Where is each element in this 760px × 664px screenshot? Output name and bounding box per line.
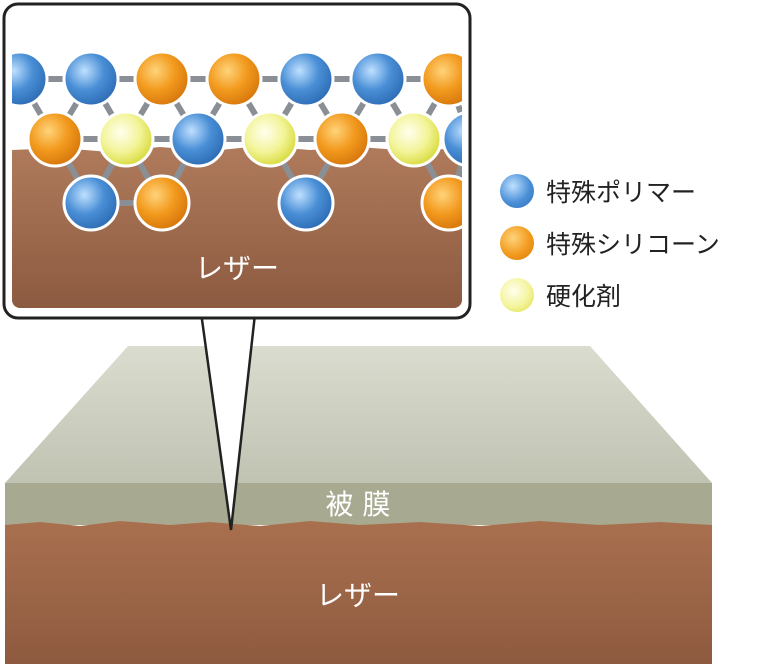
legend-item-silicone: 特殊シリコーン	[500, 217, 720, 269]
orange-molecule	[313, 110, 371, 168]
coating-side	[5, 483, 712, 525]
orange-molecule	[205, 50, 263, 108]
orange-molecule	[133, 50, 191, 108]
blue-molecule	[441, 110, 462, 168]
orange-molecule	[420, 174, 462, 232]
legend-label: 特殊シリコーン	[546, 230, 720, 259]
legend: 特殊ポリマー 特殊シリコーン 硬化剤	[500, 165, 720, 321]
yellow-molecule	[241, 110, 299, 168]
leather-block	[5, 521, 712, 664]
legend-item-hardener: 硬化剤	[500, 269, 720, 321]
legend-label: 特殊ポリマー	[546, 178, 697, 207]
inset-leather	[12, 146, 462, 308]
orange-molecule	[133, 174, 191, 232]
coating-top-surface	[5, 346, 712, 483]
molecule-lattice	[12, 50, 462, 232]
inset-leather-label: レザー	[195, 252, 279, 285]
yellow-molecule	[385, 110, 443, 168]
blue-molecule	[349, 50, 407, 108]
blue-molecule	[62, 174, 120, 232]
legend-label: 硬化剤	[546, 282, 622, 311]
blue-molecule	[277, 174, 335, 232]
blue-molecule	[169, 110, 227, 168]
blue-molecule	[12, 50, 49, 108]
coating-label: 被 膜	[326, 488, 391, 521]
leather-label: レザー	[316, 579, 400, 612]
legend-item-polymer: 特殊ポリマー	[500, 165, 720, 217]
blue-molecule	[62, 50, 120, 108]
yellow-molecule	[97, 110, 155, 168]
blue-molecule	[277, 50, 335, 108]
orange-molecule	[420, 50, 462, 108]
orange-molecule	[26, 110, 84, 168]
orange-circle-icon	[500, 226, 534, 260]
yellow-circle-icon	[500, 278, 534, 312]
blue-circle-icon	[500, 174, 534, 208]
